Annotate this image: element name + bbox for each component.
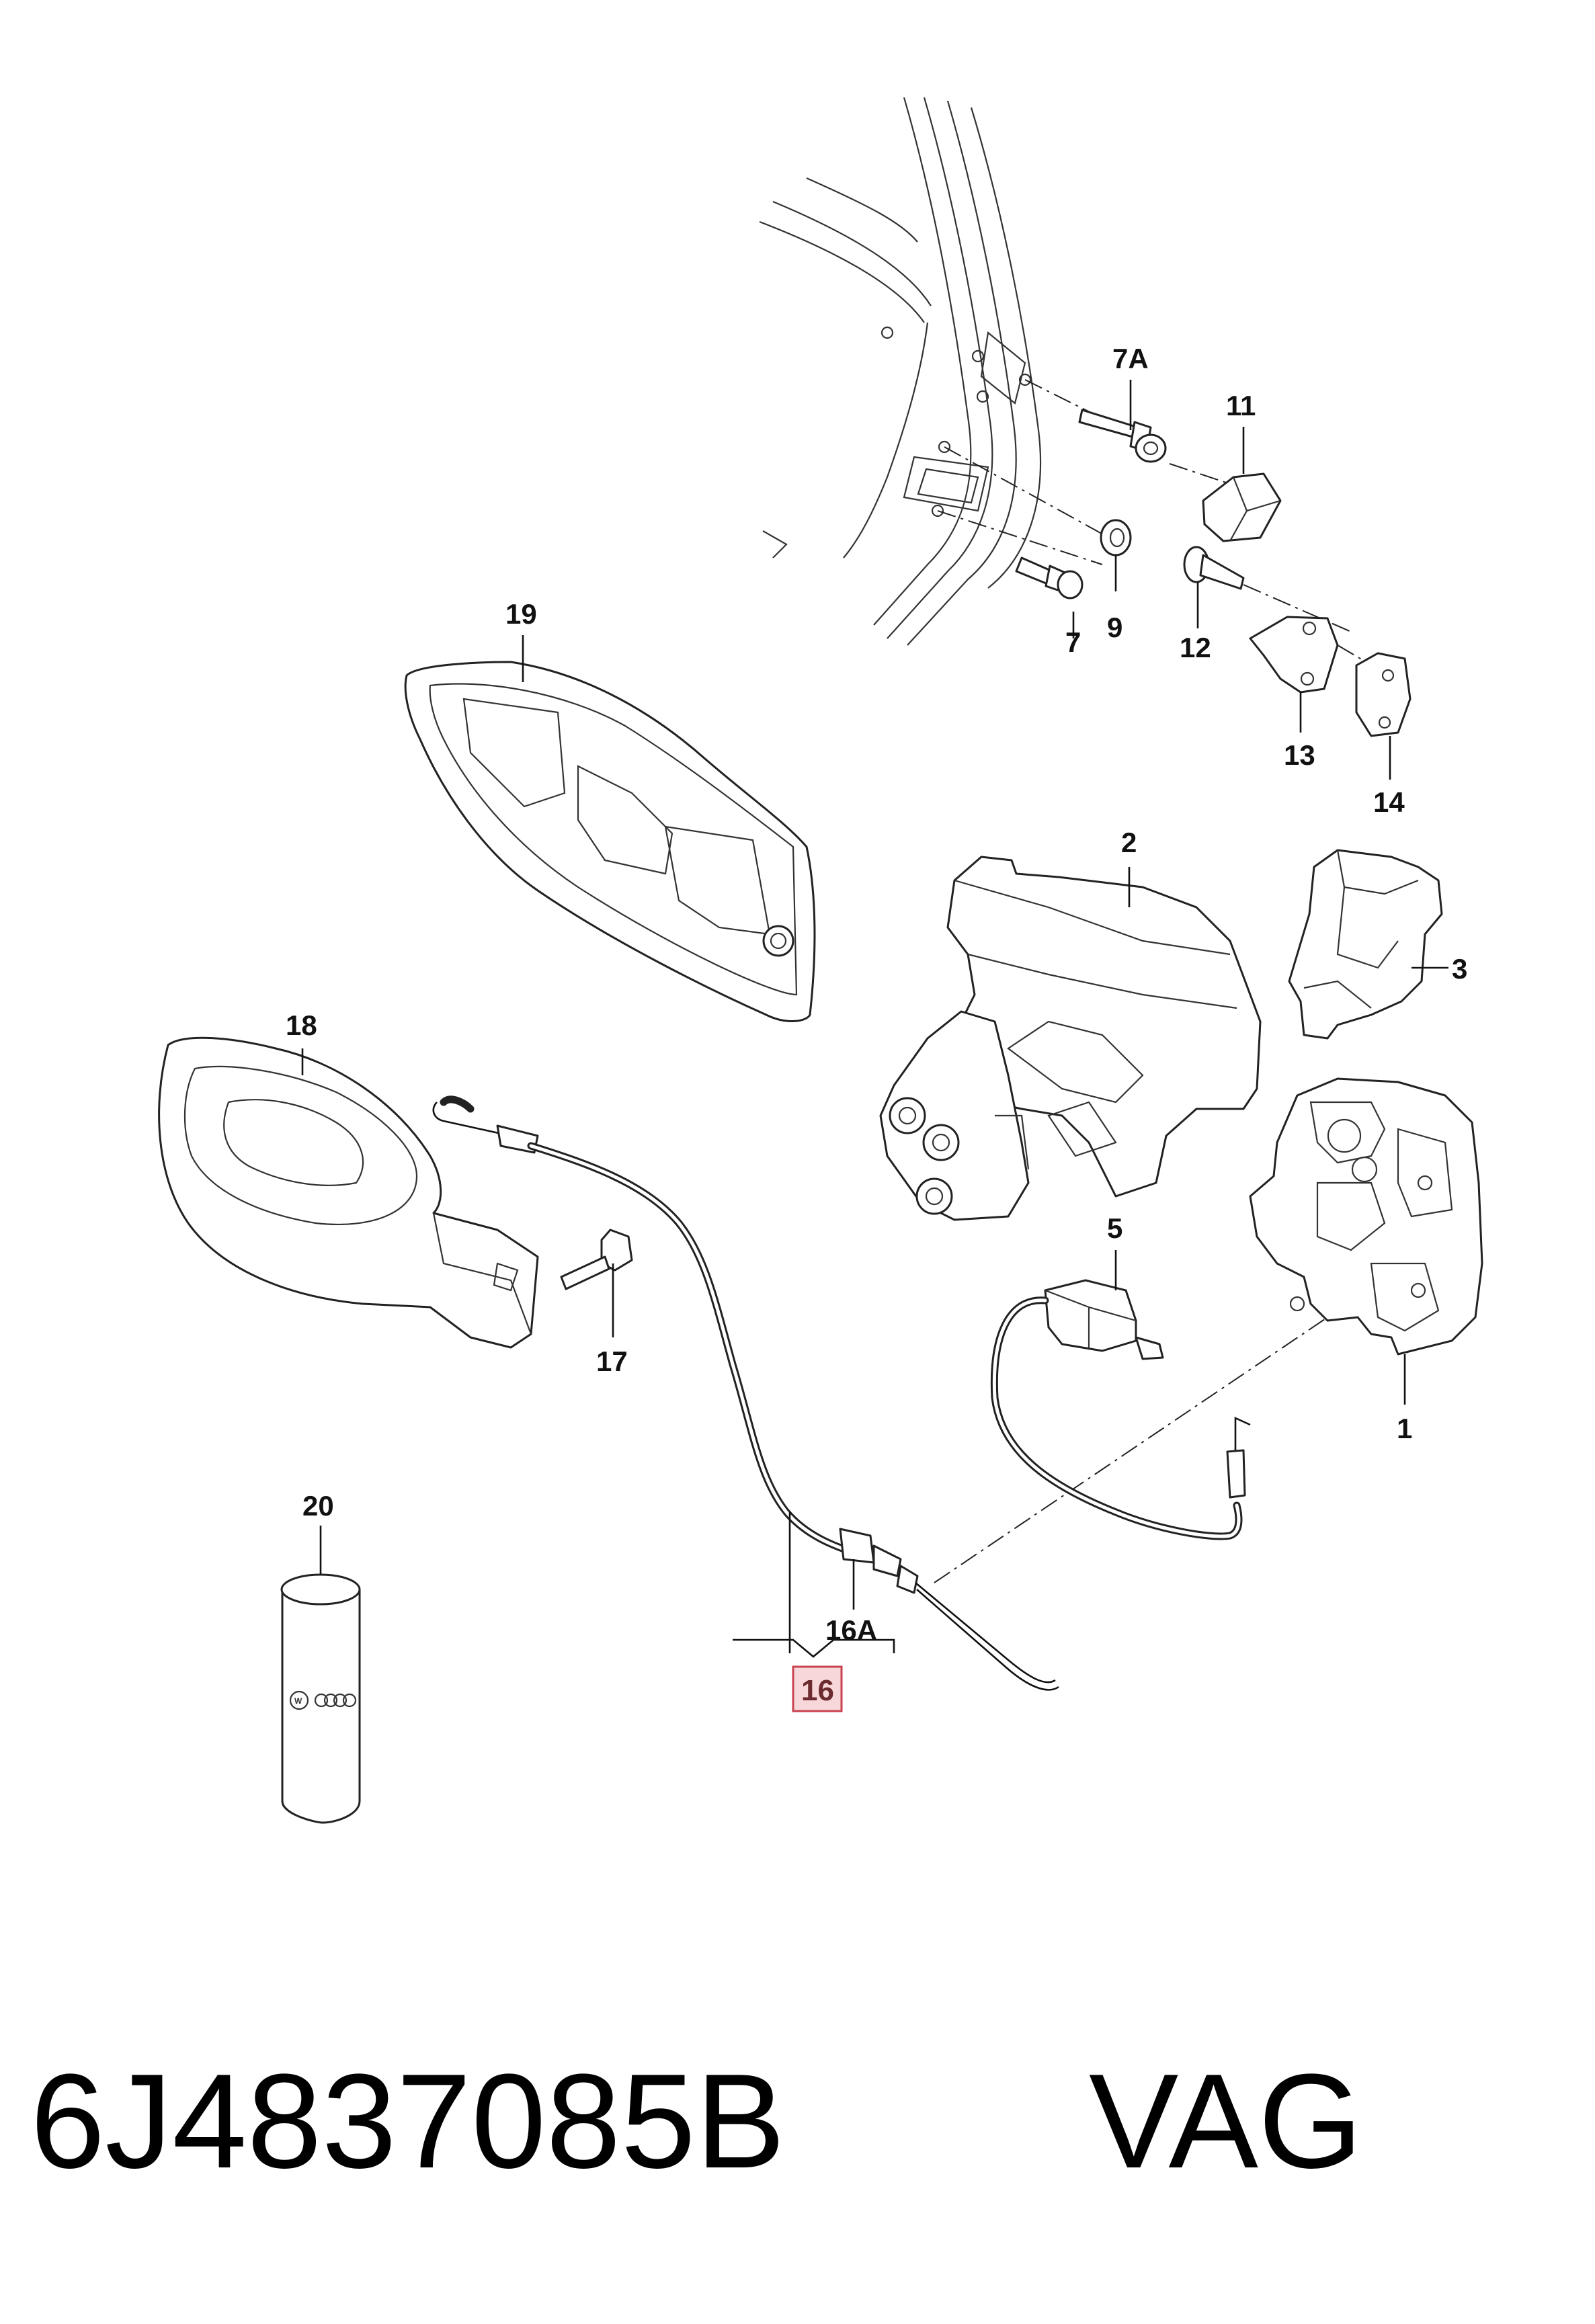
part-11-cap <box>1202 472 1282 542</box>
footer: 6J4837085B VAG <box>30 2046 1363 2196</box>
part-13-striker <box>1249 616 1339 694</box>
door-frame <box>759 97 1042 646</box>
highlight-box <box>792 1665 843 1712</box>
callout-13: 13 <box>1284 739 1315 771</box>
svg-text:W: W <box>294 1696 302 1706</box>
part-7A-bolt <box>1078 409 1167 463</box>
callout-20: 20 <box>302 1490 334 1522</box>
brand-logo-icon: W <box>289 1690 357 1710</box>
callout-2: 2 <box>1121 827 1137 858</box>
highlighted-callout-16: 16 <box>792 1665 843 1712</box>
part-number: 6J4837085B <box>30 2046 785 2196</box>
callout-3: 3 <box>1452 953 1467 985</box>
part-20-spray-can: W <box>280 1573 361 1824</box>
brand-name: VAG <box>1089 2046 1363 2196</box>
part-1-lock <box>1249 1077 1483 1356</box>
callouts: 7A 11 19 7 9 12 13 14 2 3 18 5 17 1 20 1… <box>286 343 1467 1646</box>
callout-7: 7 <box>1065 626 1081 658</box>
callout-19: 19 <box>505 598 537 630</box>
callout-11: 11 <box>1226 390 1256 421</box>
callout-18: 18 <box>286 1009 317 1041</box>
callout-9: 9 <box>1107 612 1122 643</box>
part-14-spacer <box>1355 652 1412 737</box>
part-18-inner-handle <box>158 1036 539 1349</box>
callout-5: 5 <box>1107 1212 1122 1244</box>
callout-14: 14 <box>1373 786 1405 818</box>
part-7-bolt <box>1015 556 1083 599</box>
callout-12: 12 <box>1180 632 1211 663</box>
callout-16: 16 <box>801 1674 834 1707</box>
part-5-actuator <box>990 1279 1251 1540</box>
part-9-grommet <box>1100 519 1132 556</box>
callout-17: 17 <box>596 1345 628 1377</box>
part-17-screw <box>560 1229 633 1290</box>
callout-leaders <box>301 380 1448 1658</box>
callout-1: 1 <box>1397 1413 1412 1444</box>
part-2-carrier <box>879 856 1262 1221</box>
part-12-screw <box>1183 546 1245 590</box>
part-19-seal <box>404 661 816 1022</box>
part-3-cover <box>1288 849 1443 1040</box>
callout-7A: 7A <box>1112 343 1149 374</box>
callout-16A: 16A <box>825 1614 877 1646</box>
